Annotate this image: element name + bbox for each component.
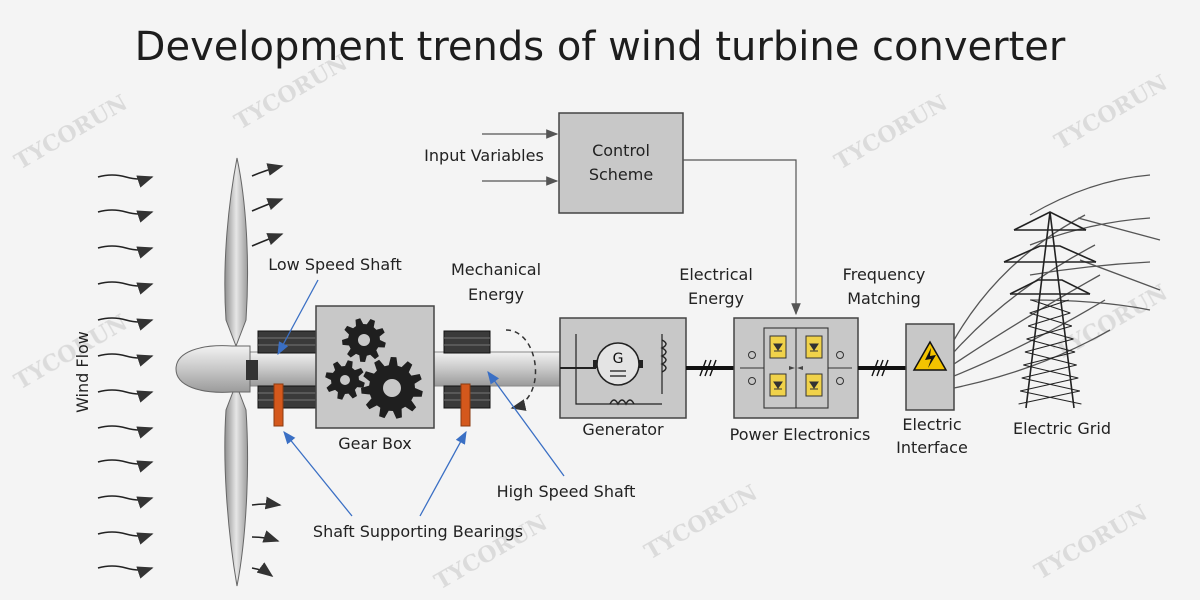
high-speed-shaft-pointer	[487, 370, 565, 477]
gear-icon	[361, 357, 423, 419]
bearing-top	[257, 330, 317, 354]
wind-arrow	[97, 459, 154, 473]
frequency-matching-label-1: Frequency	[843, 265, 926, 284]
three-phase-marker-icon	[871, 359, 889, 377]
rotation-arrow	[505, 329, 537, 411]
hub-nose-cone	[175, 345, 251, 393]
wind-arrow	[97, 209, 154, 223]
wind-arrow	[97, 495, 154, 509]
upper-blade	[224, 157, 249, 348]
bearing-support	[273, 383, 284, 427]
input-variables-label: Input Variables	[424, 146, 544, 165]
control-scheme-box	[558, 112, 684, 214]
electrical-energy-label-2: Energy	[688, 289, 744, 308]
gear-box	[315, 305, 435, 429]
generator: G	[559, 317, 687, 419]
gear-box-label: Gear Box	[338, 434, 411, 453]
shaft-supporting-bearings-label: Shaft Supporting Bearings	[313, 522, 523, 541]
gear-icon	[342, 318, 386, 362]
wind-arrow	[251, 233, 284, 247]
wind-flow-arrows	[97, 174, 154, 579]
tower-lattice	[1018, 390, 1082, 405]
bearing-bottom	[257, 385, 317, 409]
diode-symbol-icon	[809, 381, 819, 390]
wind-arrow	[97, 174, 154, 188]
control-scheme-label-2: Scheme	[589, 165, 653, 184]
electric-interface-label-2: Interface	[896, 438, 968, 457]
wind-arrow	[97, 389, 154, 403]
electric-interface	[905, 323, 955, 411]
bearing-support	[460, 383, 471, 427]
exit-wind-arrows	[251, 163, 284, 577]
tower-lattice	[1027, 312, 1073, 327]
watermark: TYCORUN	[230, 50, 352, 135]
wind-arrow	[97, 565, 154, 579]
wind-arrow	[251, 530, 280, 543]
bearing-pointer-left	[283, 430, 353, 517]
diode-symbol-icon	[809, 343, 819, 352]
generator-label: Generator	[582, 420, 664, 439]
wind-arrow	[97, 425, 154, 439]
wind-arrow	[97, 353, 154, 367]
watermark: TYCORUN	[1050, 70, 1172, 155]
power-electronics	[733, 317, 859, 419]
bearing-pointer-right	[419, 430, 467, 517]
tower-lattice	[1024, 338, 1076, 353]
tower-lattice	[1020, 377, 1080, 392]
generator-symbol: G	[613, 351, 624, 367]
electric-interface-label-1: Electric	[902, 415, 961, 434]
high-speed-bearing	[443, 330, 491, 427]
wind-arrow	[97, 531, 154, 545]
gear-box-housing	[315, 305, 435, 429]
electric-grid-label: Electric Grid	[1013, 419, 1111, 438]
low-speed-shaft-pointer	[277, 279, 319, 356]
control-signal-arrow	[683, 159, 801, 316]
mechanical-energy-label-1: Mechanical	[451, 260, 541, 279]
watermark: TYCORUN	[1030, 500, 1152, 585]
wind-arrow	[97, 245, 154, 259]
gear-hole	[340, 375, 350, 385]
watermark: TYCORUN	[10, 310, 132, 395]
hub-coupling	[246, 360, 258, 380]
watermark: TYCORUN	[640, 480, 762, 565]
electric-interface-housing	[905, 323, 955, 411]
wind-flow-label: Wind Flow	[73, 331, 92, 413]
watermark: TYCORUN	[10, 90, 132, 175]
wind-arrow	[251, 562, 274, 577]
mechanical-energy-label-2: Energy	[468, 285, 524, 304]
tower-lattice	[1029, 299, 1071, 314]
tower-lattice	[1026, 325, 1074, 340]
field-coil-icon	[609, 399, 635, 406]
page-title: Development trends of wind turbine conve…	[134, 24, 1066, 70]
winding-coil-icon	[660, 339, 667, 373]
electrical-energy-label-1: Electrical	[679, 265, 753, 284]
gear-icon	[325, 360, 365, 400]
wind-arrow	[251, 163, 284, 177]
control-scheme-label-1: Control	[592, 141, 650, 160]
diode-symbol-icon	[773, 343, 783, 352]
lower-blade	[224, 382, 249, 587]
tower-lattice	[1021, 364, 1079, 379]
frequency-matching-label-2: Matching	[847, 289, 921, 308]
wind-arrow	[251, 198, 284, 212]
power-electronics-label: Power Electronics	[730, 425, 871, 444]
watermark: TYCORUN	[830, 90, 952, 175]
wind-arrow	[97, 281, 154, 295]
turbine-rotor	[175, 157, 258, 587]
wind-arrow	[251, 496, 282, 510]
transmission-tower-icon	[1003, 211, 1097, 409]
three-phase-marker-icon	[699, 359, 717, 377]
diode-symbol-icon	[773, 381, 783, 390]
gear-hole	[383, 379, 401, 397]
wind-arrow	[97, 317, 154, 331]
high-speed-shaft-label: High Speed Shaft	[497, 482, 636, 501]
tower-lattice	[1023, 351, 1077, 366]
bearing-top	[443, 330, 491, 354]
gear-hole	[358, 334, 370, 346]
low-speed-shaft-label: Low Speed Shaft	[268, 255, 402, 274]
